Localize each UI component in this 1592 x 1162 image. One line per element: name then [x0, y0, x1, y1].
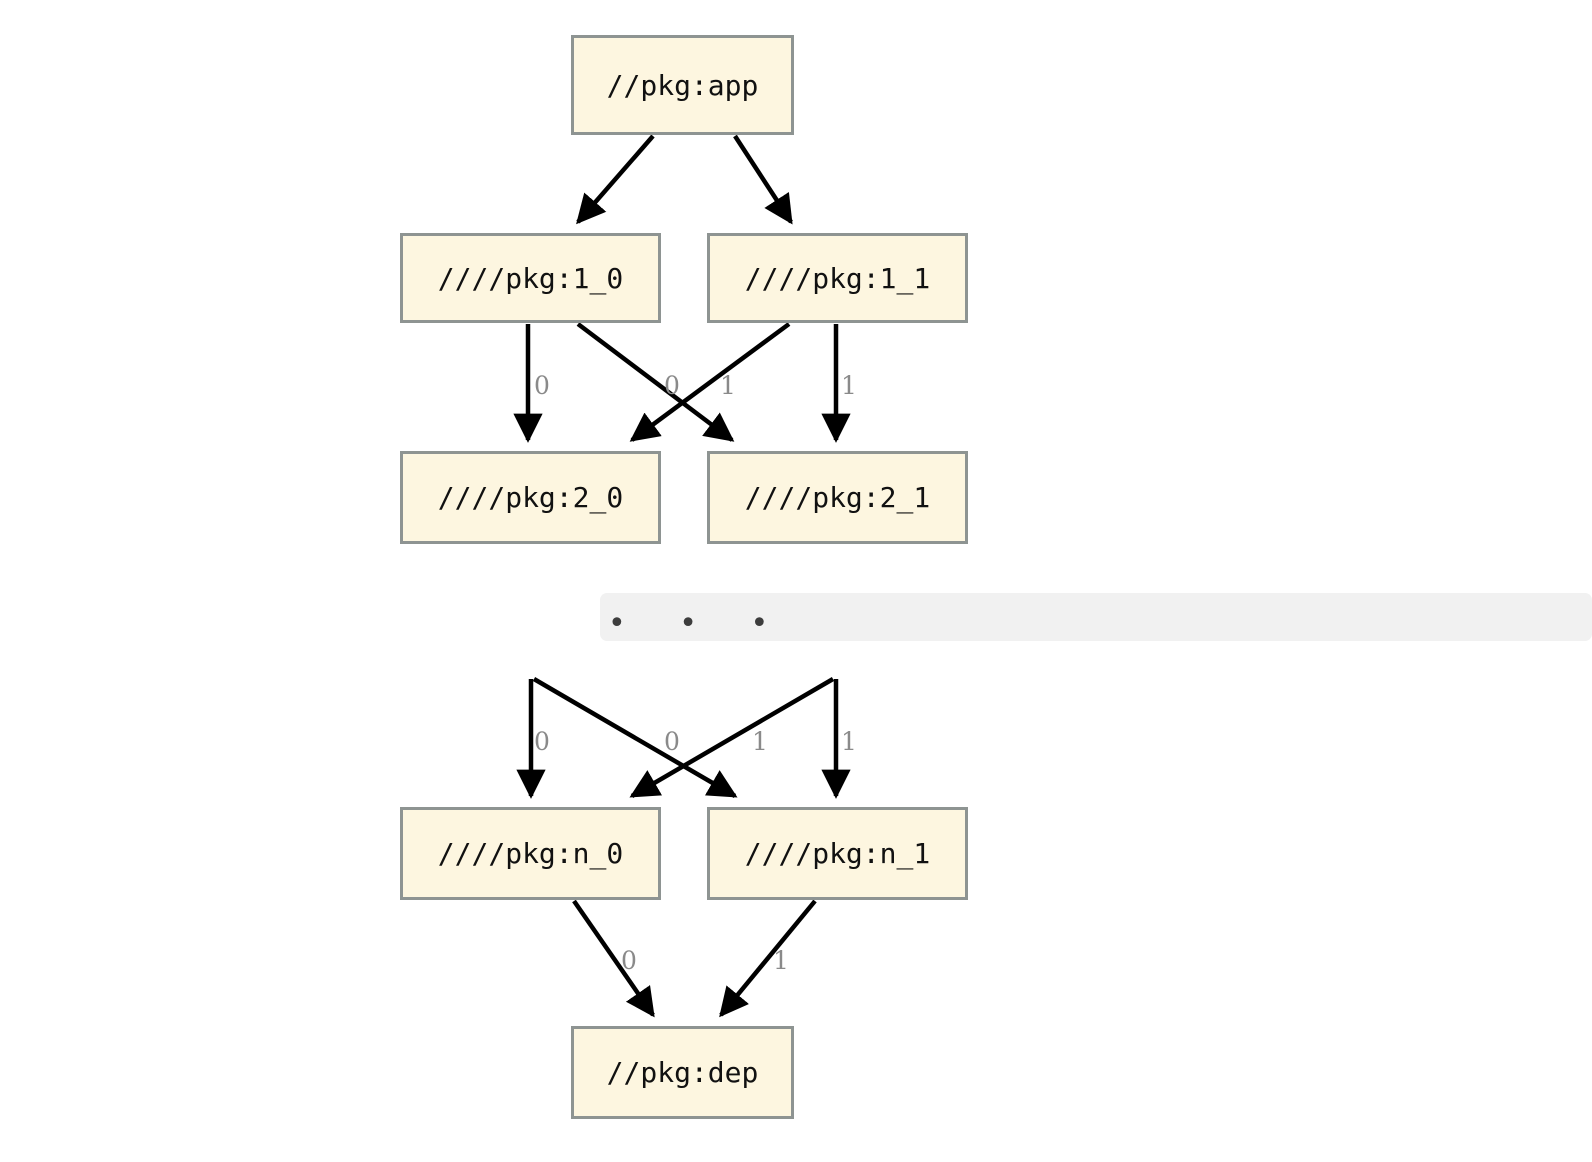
- node-1_0-label: ////pkg:1_0: [437, 261, 624, 295]
- node-2_0-label: ////pkg:2_0: [437, 481, 624, 514]
- node-1_1[interactable]: ////pkg:1_1: [707, 233, 968, 323]
- edge-label-1_1-2_0: 1: [720, 371, 736, 400]
- node-n_0[interactable]: ////pkg:n_0: [400, 807, 661, 900]
- node-app-label: //pkg:app: [606, 68, 759, 102]
- edge-label-above-n_1-cross: 0: [664, 727, 680, 756]
- node-n_1[interactable]: ////pkg:n_1: [707, 807, 968, 900]
- node-dep-label: //pkg:dep: [606, 1056, 759, 1089]
- node-2_1[interactable]: ////pkg:2_1: [707, 451, 968, 544]
- edge-app-to-1_1: [733, 134, 793, 225]
- ellipsis-band: • • •: [600, 593, 1592, 641]
- edge-label-n_0-dep: 0: [621, 946, 637, 975]
- edge-1_0-to-2_1: [576, 322, 735, 442]
- edge-above-to-n_1-cross: [532, 677, 738, 798]
- edge-app-to-1_0: [576, 134, 655, 225]
- edge-label-above-n_0: 0: [534, 727, 550, 756]
- node-2_1-label: ////pkg:2_1: [744, 481, 931, 514]
- edge-label-1_1-2_1: 1: [841, 371, 857, 400]
- node-n_1-label: ////pkg:n_1: [744, 837, 931, 870]
- node-2_0[interactable]: ////pkg:2_0: [400, 451, 661, 544]
- edge-label-1_0-2_1: 0: [664, 371, 680, 400]
- node-dep[interactable]: //pkg:dep: [571, 1026, 794, 1119]
- edge-label-above-n_0-cross: 1: [752, 727, 768, 756]
- node-app[interactable]: //pkg:app: [571, 35, 794, 135]
- edge-label-n_1-dep: 1: [773, 946, 789, 975]
- node-1_1-label: ////pkg:1_1: [744, 261, 931, 295]
- edge-n_1-to-dep: [719, 899, 817, 1018]
- edge-label-above-n_1: 1: [841, 727, 857, 756]
- edge-label-1_0-2_0: 0: [534, 371, 550, 400]
- node-1_0[interactable]: ////pkg:1_0: [400, 233, 661, 323]
- edge-above-to-n_0-cross: [629, 677, 835, 798]
- node-n_0-label: ////pkg:n_0: [437, 837, 624, 870]
- edge-n_0-to-dep: [572, 899, 655, 1018]
- ellipsis-dots: • • •: [608, 606, 791, 641]
- edge-1_1-to-2_0: [629, 322, 791, 442]
